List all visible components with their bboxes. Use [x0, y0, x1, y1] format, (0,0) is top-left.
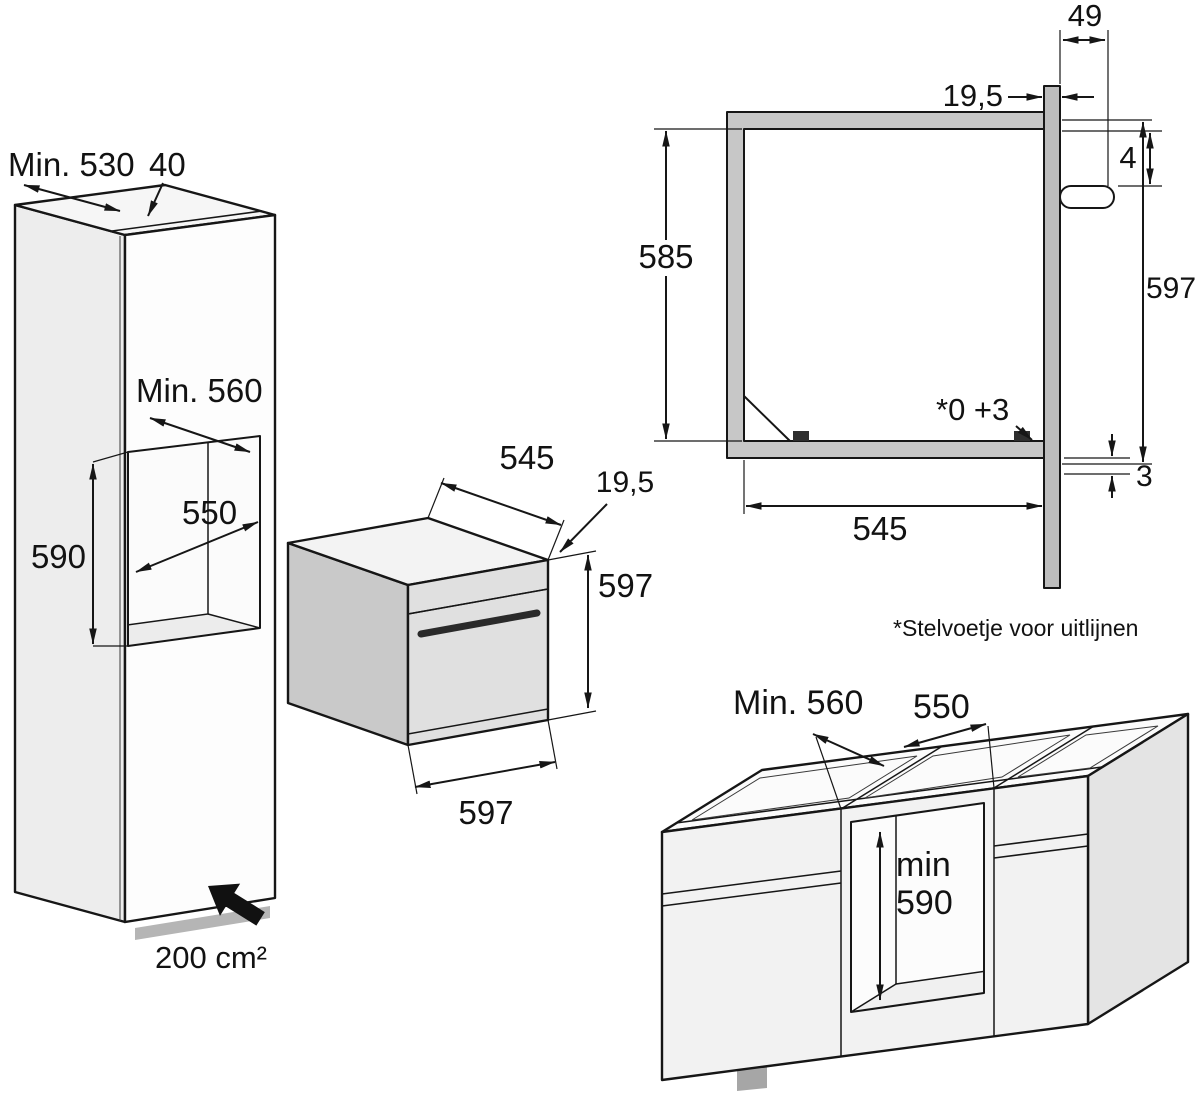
plinth-shadow	[135, 906, 270, 940]
oven-handle	[417, 609, 541, 638]
compartment-floor	[851, 965, 984, 1012]
tolerance-callout: *0 +3	[936, 392, 1033, 441]
dim-bracket-49: 49	[1068, 0, 1102, 33]
dim-oven-depth-545: 545	[499, 439, 554, 476]
label-tolerance-0plus3: *0 +3	[936, 392, 1009, 427]
dim-group-niche-width: 550	[135, 494, 259, 573]
dimension-line	[414, 761, 556, 788]
dim-group-oven-width: 597	[407, 719, 558, 831]
hinge-bracket	[1059, 185, 1115, 209]
niche-front-view-figure: 585 597 49 19,5 4 *0 +3	[636, 0, 1196, 641]
corner-chamfer	[743, 395, 791, 442]
drawer-line	[993, 845, 1089, 859]
dim-cabinet-depth-min530: Min. 530	[8, 146, 135, 183]
oven-door	[407, 588, 549, 735]
dimension-line	[812, 733, 885, 767]
dim-group-bottom-adjust-3: 3	[1064, 434, 1153, 498]
front-rail-line	[675, 766, 1103, 824]
dim-base-depth-min560: Min. 560	[733, 684, 863, 722]
dimension-line	[440, 482, 562, 526]
dim-panel-195: 19,5	[943, 78, 1003, 113]
top-opening-middle	[864, 734, 1071, 799]
dimension-line	[135, 521, 259, 573]
ventilation-arrow	[208, 883, 265, 926]
top-opening-left	[691, 755, 918, 821]
top-divider-left	[840, 746, 942, 810]
dim-group-oven-height: 597	[547, 550, 653, 721]
dim-top-rail-40: 40	[149, 146, 186, 183]
compartment-back-wall	[895, 803, 984, 985]
dim-group-base-depth: Min. 560	[733, 684, 885, 810]
dim-foot-3: 3	[1136, 460, 1153, 493]
drawer-line	[661, 882, 842, 907]
dimension-line	[23, 184, 121, 212]
dim-niche-depth-min560: Min. 560	[136, 372, 263, 409]
dim-niche-height-585: 585	[638, 238, 693, 275]
dim-oven-width-597: 597	[458, 794, 513, 831]
dim-group-oven-height-597-front: 597	[1062, 119, 1196, 465]
oven-figure: 545 19,5 597 597	[286, 439, 654, 831]
base-cabinet-figure: Min. 560 550 min 590	[660, 684, 1190, 1091]
dim-group-top-clearance-4: 4	[1062, 130, 1162, 187]
footnote-leveling-foot: *Stelvoetje voor uitlijnen	[893, 615, 1138, 641]
label-ventilation-200cm2: 200 cm²	[155, 940, 267, 975]
dim-group-niche-depth: Min. 560	[136, 372, 263, 453]
dim-oven-flange-195: 19,5	[596, 466, 654, 499]
leader-line	[559, 503, 608, 553]
dim-oven-height-597-front: 597	[1146, 272, 1196, 305]
top-divider-right	[993, 725, 1095, 789]
dim-niche-height-590: 590	[31, 538, 86, 575]
label-min: min	[896, 846, 951, 884]
dim-niche-width-550: 550	[182, 494, 237, 531]
dim-group-top-rail: 40	[147, 146, 186, 217]
top-opening-right	[1017, 725, 1159, 778]
dim-group-panel-195: 19,5	[943, 78, 1094, 113]
dim-base-width-550: 550	[913, 688, 970, 726]
dim-group-oven-depth: 545	[427, 439, 565, 561]
dim-group-bracket-49: 49	[1059, 0, 1109, 186]
leveling-foot-left	[793, 431, 809, 441]
ventilation-callout: 200 cm²	[155, 883, 267, 975]
dim-group-base-height: min 590	[876, 831, 953, 1001]
dimension-line	[149, 417, 251, 453]
dim-oven-height-597: 597	[598, 567, 653, 604]
base-oven-compartment	[850, 802, 985, 1013]
dim-gap-4: 4	[1119, 140, 1136, 175]
dim-group-niche-height-585: 585	[636, 128, 742, 442]
dim-group-cabinet-depth: Min. 530	[8, 146, 135, 212]
drawer-line	[993, 833, 1089, 847]
niche-floor	[128, 614, 260, 646]
dim-group-oven-flange: 19,5	[559, 466, 654, 553]
tall-cabinet-figure: Min. 530 40 Min. 560 550 590 200 cm²	[8, 146, 277, 975]
dim-group-base-width: 550	[903, 688, 995, 789]
leader-line	[147, 182, 164, 217]
dimension-line	[903, 723, 987, 748]
oven-front-face	[406, 558, 550, 747]
dim-group-niche-width-545: 545	[743, 460, 1043, 547]
dim-group-niche-height: 590	[31, 451, 129, 647]
cabinet-side-wall	[1043, 85, 1061, 589]
drawer-line	[661, 870, 842, 895]
dim-base-height-590: 590	[896, 884, 953, 922]
dim-niche-width-545: 545	[852, 510, 907, 547]
top-rail-line	[111, 210, 263, 232]
leader-line	[1015, 425, 1033, 441]
